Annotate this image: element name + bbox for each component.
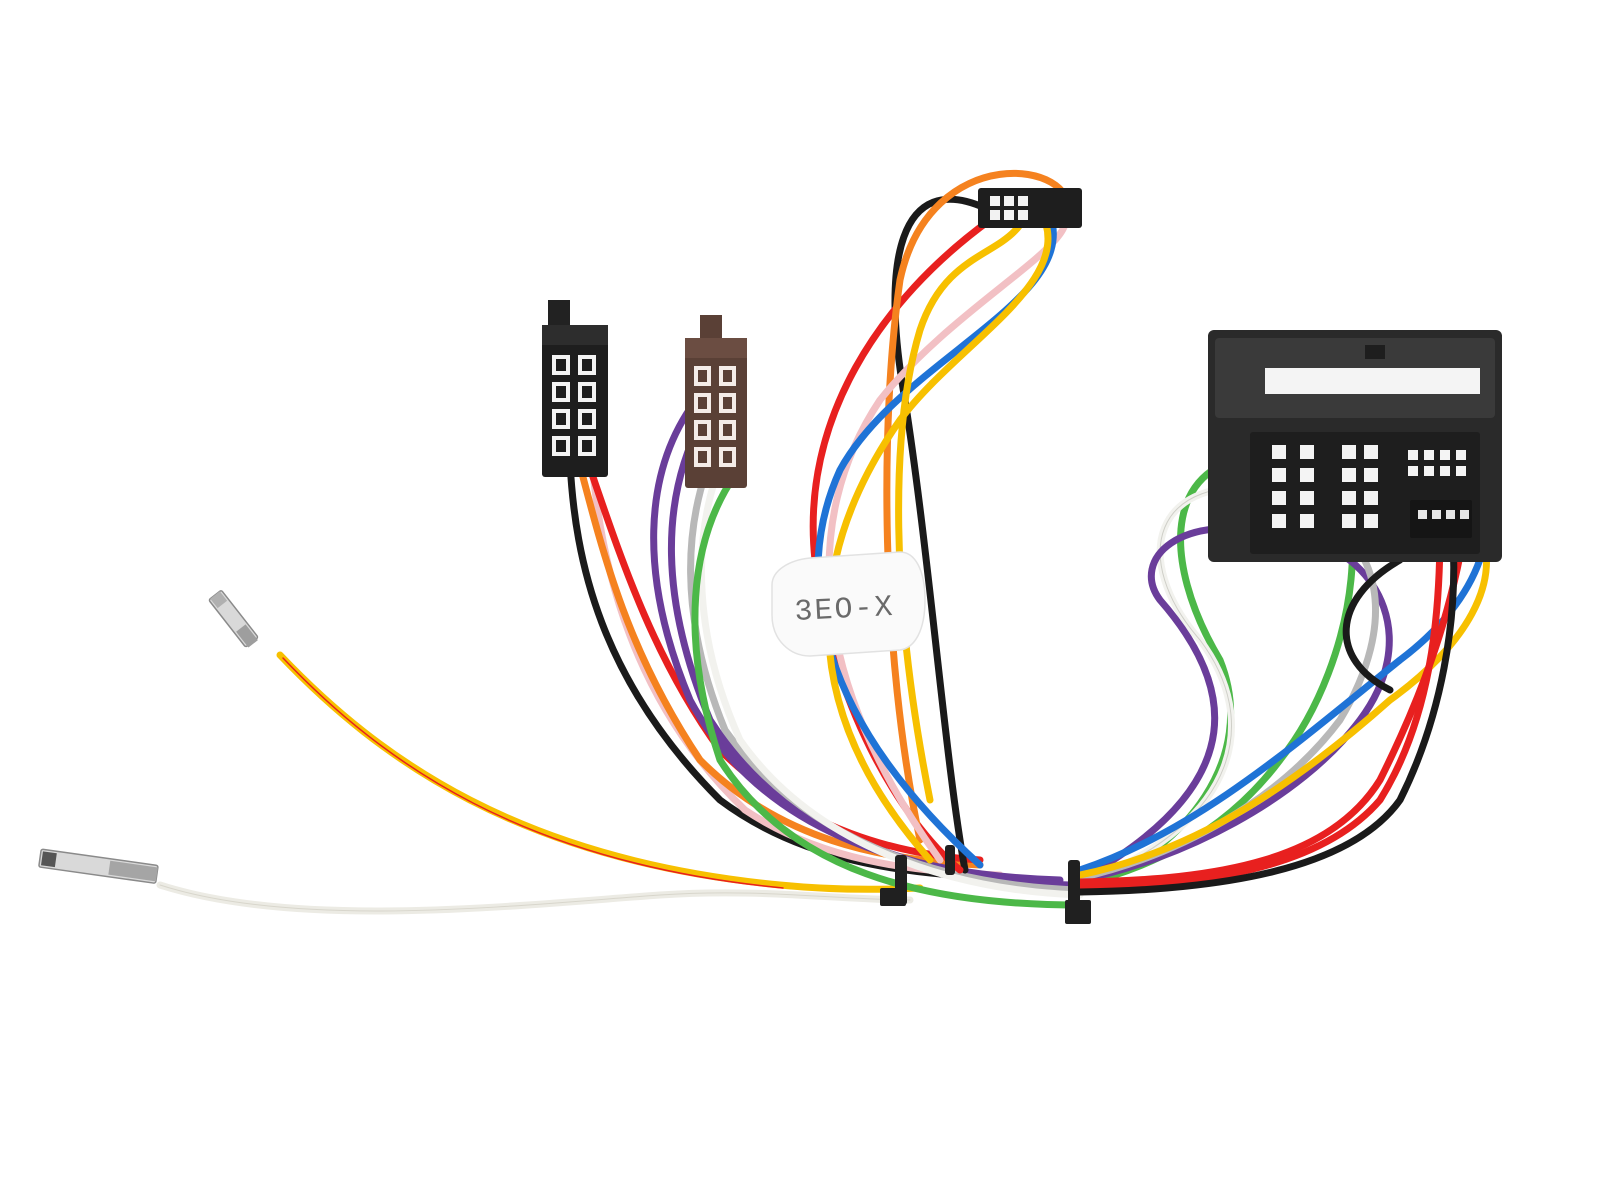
cable-tie-left-head: [880, 888, 906, 906]
cable-ties: [880, 845, 1091, 924]
quadlock-slot: [1265, 368, 1480, 394]
wire-white-lead-outline: [159, 884, 911, 912]
wire-yellow-lead-stripe: [282, 657, 784, 889]
wire-yellow-quad: [1076, 516, 1490, 879]
iso-black-latch: [548, 300, 570, 330]
small-multipin-plug: [978, 188, 1082, 228]
wire-green-1: [691, 471, 1084, 909]
iso-black-body: [542, 325, 608, 477]
wire-black-quad: [1076, 521, 1458, 896]
spade-terminal-yellow-lead: [208, 590, 259, 648]
label-sleeve: 3EO-X: [771, 551, 926, 657]
wire-purple-quad: [1076, 524, 1282, 884]
cable-tie-right-head: [1065, 900, 1091, 924]
wire-yellow-plug: [824, 206, 1052, 864]
cable-tie-middle: [945, 845, 955, 875]
label-sleeve-text: 3EO-X: [794, 591, 896, 630]
iso-speaker-connector-brown: [685, 315, 747, 488]
small-plug-body: [978, 188, 1082, 228]
vehicle-quadlock-connector: [1208, 330, 1502, 562]
loose-lead-wires: [38, 590, 924, 915]
wire-purple-quad-2: [1076, 536, 1393, 884]
wire-red-quad: [1076, 524, 1469, 886]
wire-red-quad-2: [1076, 526, 1444, 892]
cable-tie-right: [1068, 860, 1080, 910]
iso-power-connector-black: [542, 300, 608, 477]
wire-black-loop: [1342, 556, 1404, 694]
spade-terminal-white-lead: [38, 848, 159, 884]
wire-orange-plug: [883, 169, 1073, 844]
iso-brown-latch: [700, 315, 722, 340]
